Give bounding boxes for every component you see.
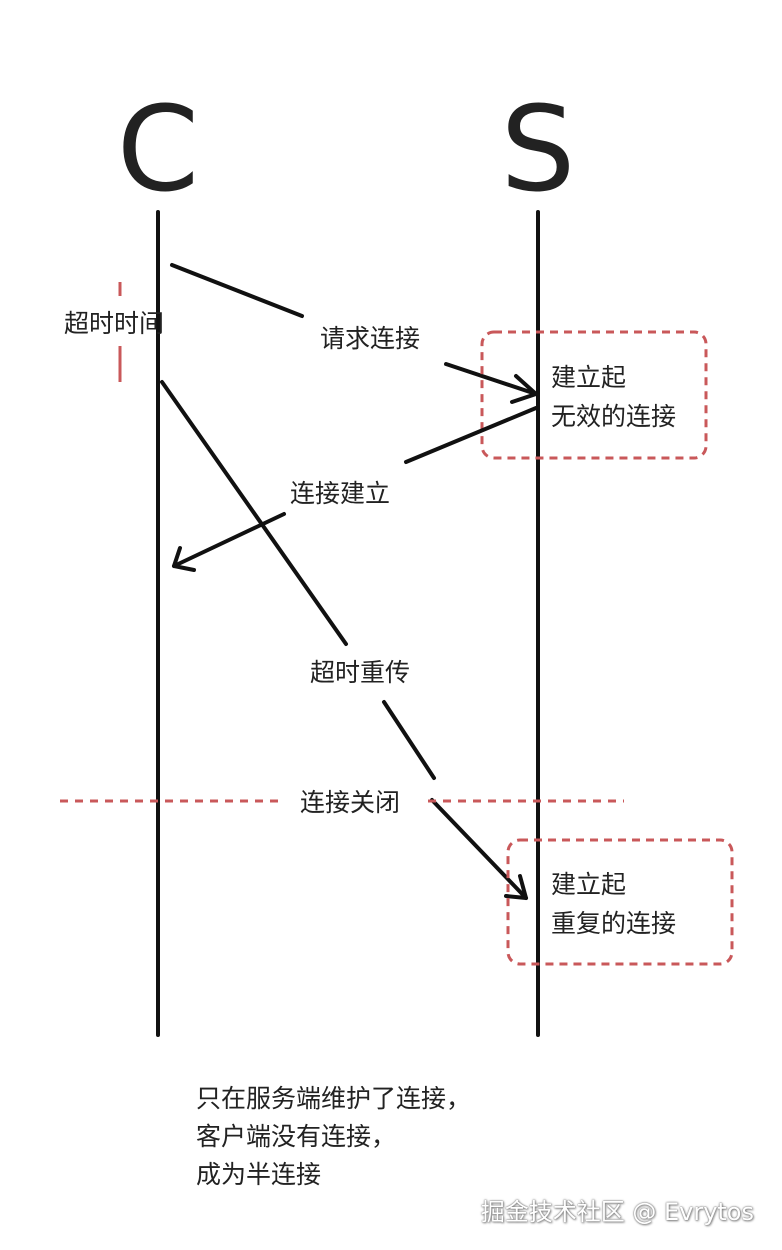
invalid-connection-line-1: 建立起 [551,363,626,392]
retransmit-arrow-head [504,874,528,900]
retransmit-label: 超时重传 [310,658,410,687]
request-arrow-segment-1 [170,263,304,318]
client-actor-label: C [117,80,199,218]
retransmit-arrow-segment-2 [382,700,436,780]
established-arrow-segment-1 [404,406,538,464]
note-line-2: 客户端没有连接， [196,1122,397,1151]
closed-label: 连接关闭 [300,788,400,817]
request-arrow-head [510,374,538,404]
request-arrow-segment-2 [444,362,538,396]
invalid-connection-box [480,330,708,460]
timeout-label: 超时时间 [64,309,164,338]
server-actor-label: S [501,80,576,218]
established-arrow-segment-2 [172,512,286,568]
established-arrow-head [172,546,196,572]
duplicate-connection-line-2: 重复的连接 [551,909,676,938]
established-label: 连接建立 [290,479,390,508]
invalid-connection-line-2: 无效的连接 [551,402,676,431]
retransmit-arrow-segment-3 [430,798,528,900]
note-line-3: 成为半连接 [196,1160,322,1189]
half-connection-note: 只在服务端维护了连接， 客户端没有连接， 成为半连接 [196,1080,471,1194]
duplicate-connection-box [506,838,734,966]
watermark: 掘金技术社区 @ Evrytos [480,1198,754,1226]
request-label: 请求连接 [320,324,420,353]
note-line-1: 只在服务端维护了连接， [196,1084,472,1113]
duplicate-connection-line-1: 建立起 [551,870,626,899]
retransmit-arrow-segment-1 [160,380,348,646]
